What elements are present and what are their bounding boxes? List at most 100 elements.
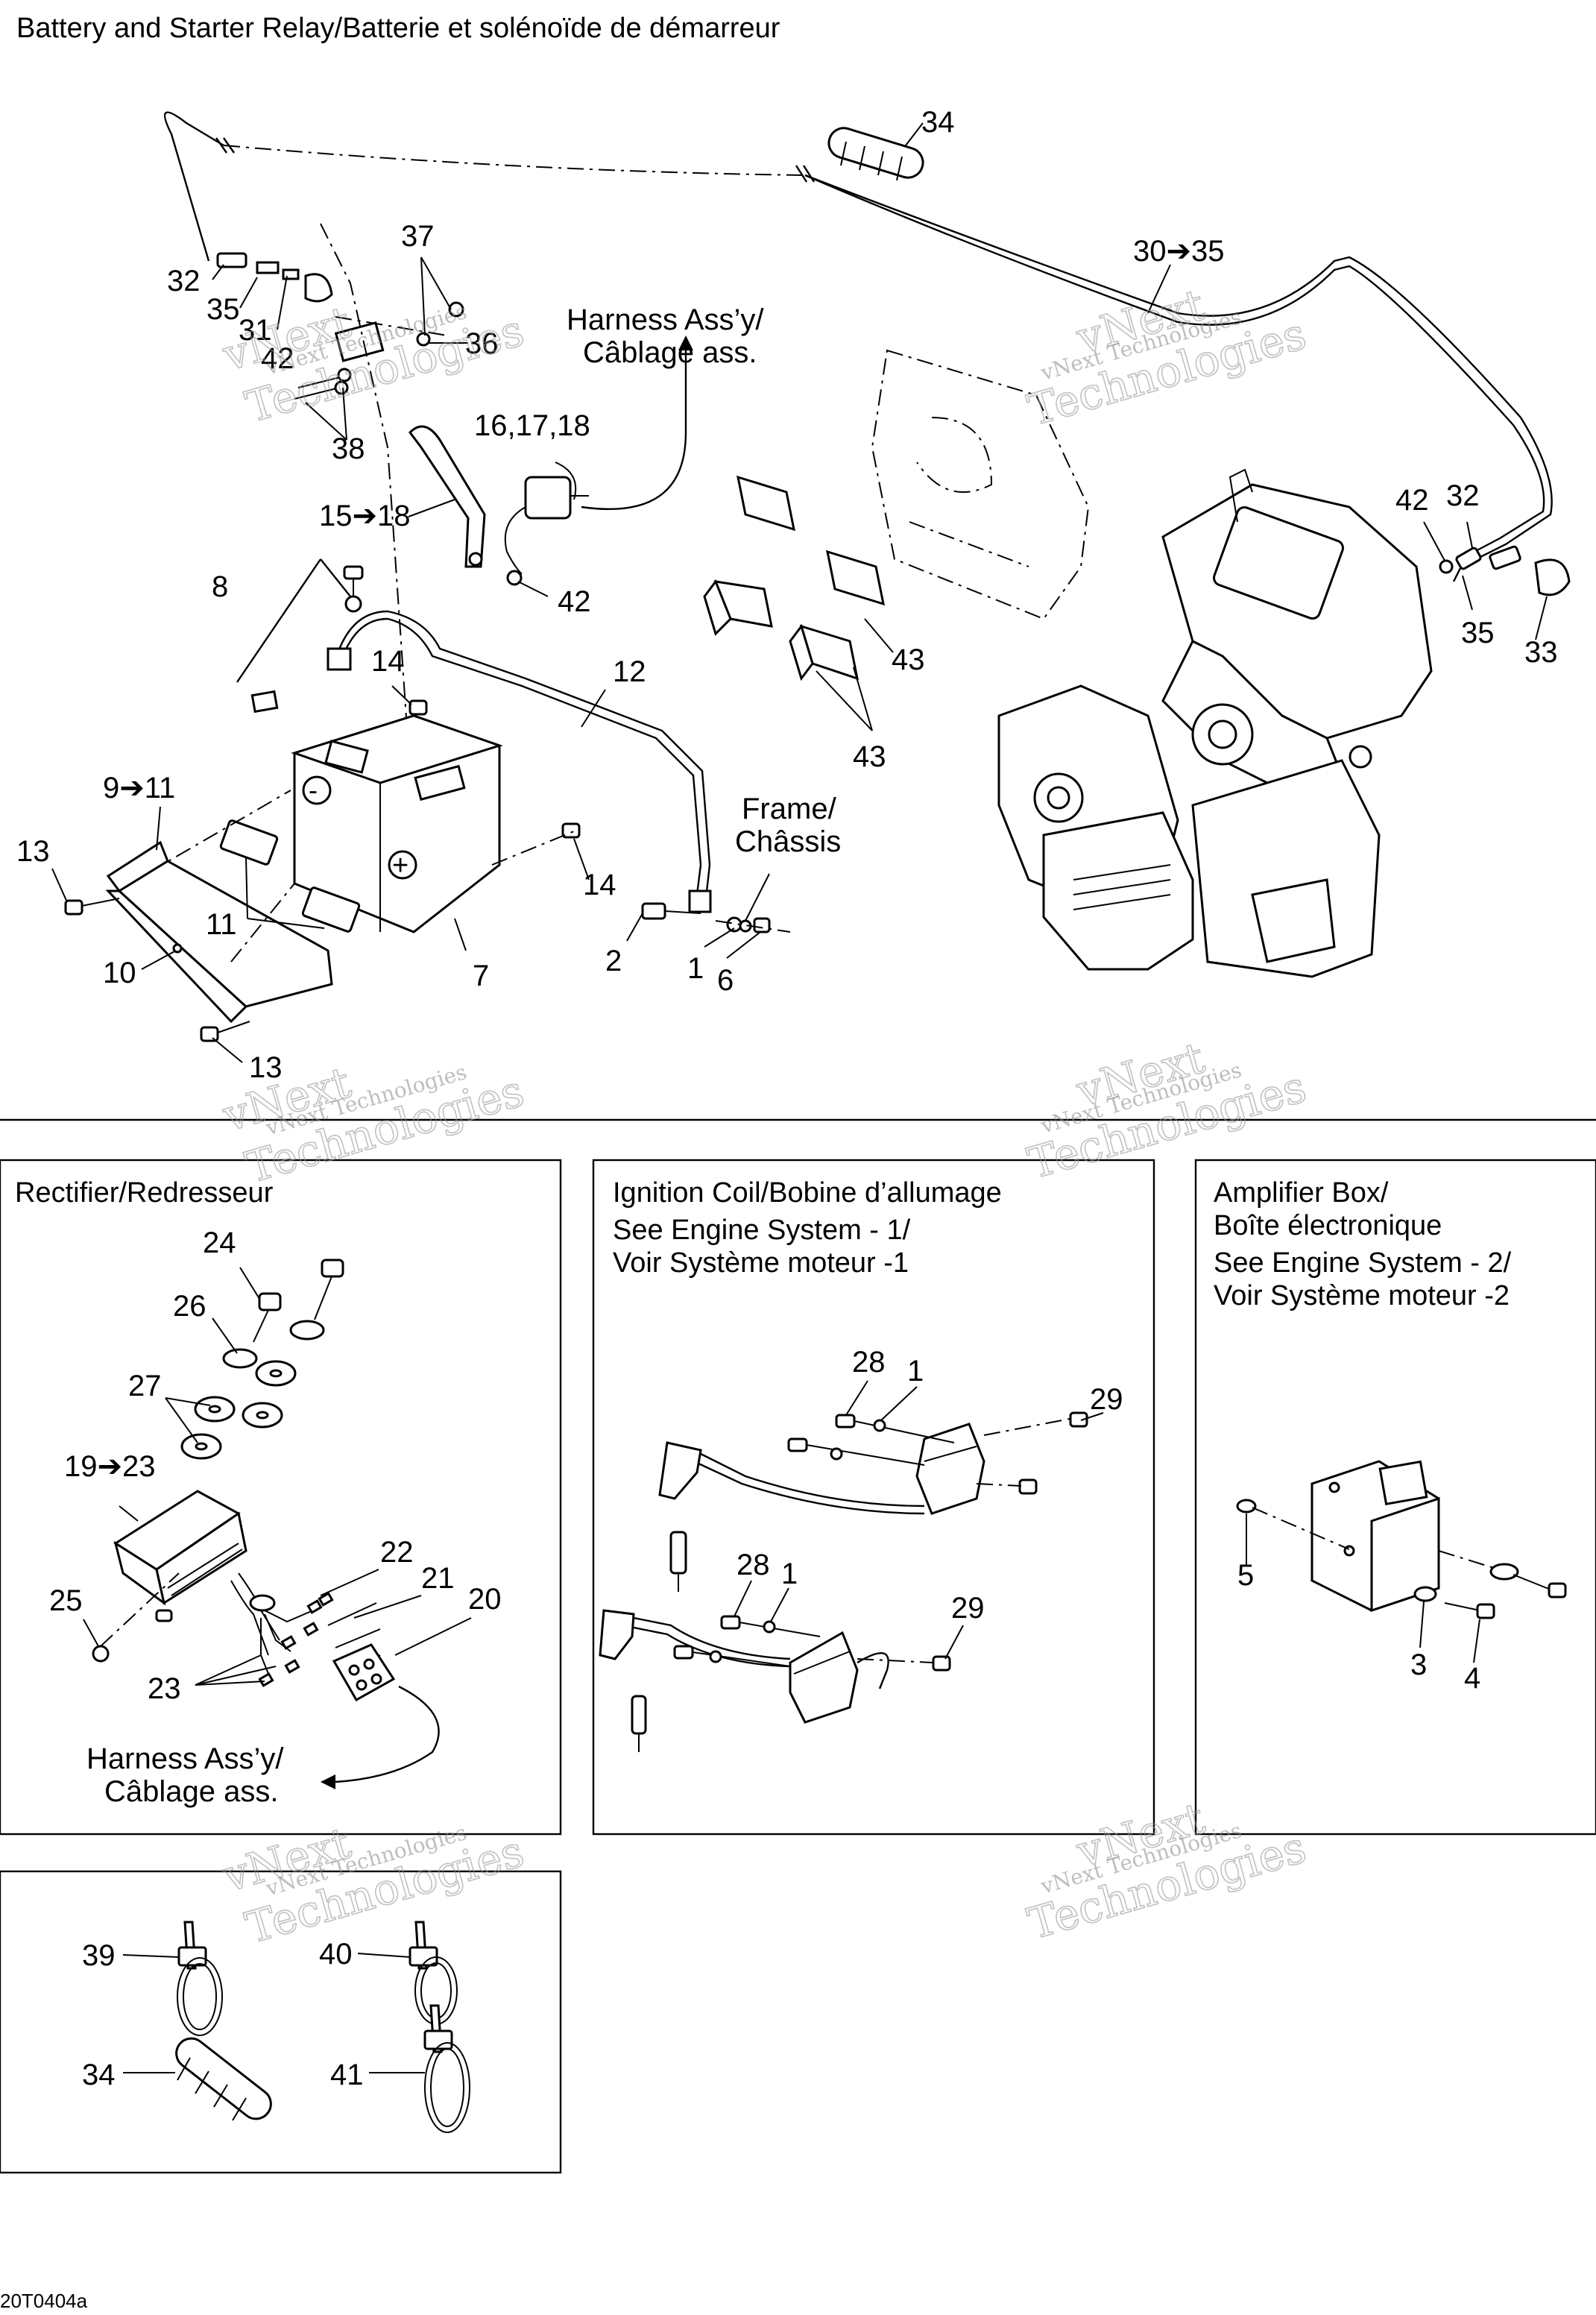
amplifier-title-1: Amplifier Box/ xyxy=(1214,1177,1389,1209)
cable-break-mark-3 xyxy=(795,165,808,183)
nut-14b xyxy=(561,822,581,839)
rectifier-connector-20 xyxy=(332,1643,396,1702)
callout-36: 36 xyxy=(465,327,499,360)
watermark-3: vNext vNext Technologies Technologies xyxy=(216,1056,530,1194)
callout-12: 12 xyxy=(613,655,646,688)
callout-8: 8 xyxy=(212,570,228,603)
callout-30-35: 30➔35 xyxy=(1133,235,1225,268)
callout-28-upper: 28 xyxy=(852,1346,886,1379)
note-frame-2: Châssis xyxy=(735,825,841,858)
watermark-2: vNext vNext Technologies Technologies xyxy=(1022,279,1312,437)
amplifier-voir-line: Voir Système moteur -2 xyxy=(1214,1280,1510,1311)
watermark-4: vNext vNext Technologies Technologies xyxy=(1022,1032,1312,1190)
callout-39: 39 xyxy=(82,1939,116,1972)
amplifier-title-2: Boîte électronique xyxy=(1214,1210,1442,1241)
cable-lug-12 xyxy=(327,647,352,671)
cable-break-mark-2 xyxy=(223,137,235,154)
rectifier-harness-2: Câblage ass. xyxy=(104,1775,278,1808)
callout-27: 27 xyxy=(128,1370,162,1402)
cable-outline xyxy=(804,174,1545,562)
callout-13-top: 13 xyxy=(16,835,50,868)
callout-29-lower: 29 xyxy=(951,1592,985,1625)
callout-13-bottom: 13 xyxy=(249,1051,283,1084)
callout-42-right: 42 xyxy=(1395,484,1429,517)
callout-32-right: 32 xyxy=(1446,479,1480,512)
positive-cable-right xyxy=(804,174,1553,582)
terminal-cluster-right xyxy=(1439,545,1571,596)
nut-14a xyxy=(409,699,428,716)
callout-7: 7 xyxy=(473,960,489,992)
callout-41: 41 xyxy=(330,2059,364,2091)
callout-23: 23 xyxy=(148,1672,181,1705)
watermark-6: vNext vNext Technologies Technologies xyxy=(1022,1792,1312,1950)
callout-29-upper: 29 xyxy=(1090,1383,1123,1416)
callout-35-left: 35 xyxy=(206,293,240,326)
callout-1-lower: 1 xyxy=(781,1557,798,1590)
callout-11: 11 xyxy=(206,908,237,941)
callout-43-lower: 43 xyxy=(853,740,886,773)
ignition-voir-line: Voir Système moteur -1 xyxy=(613,1247,909,1279)
rectifier-harness-1: Harness Ass’y/ xyxy=(86,1742,284,1775)
battery-plus-symbol: + xyxy=(392,850,409,881)
frame-fasteners xyxy=(641,902,791,933)
note-harness-top-1: Harness Ass’y/ xyxy=(567,303,764,336)
amplifier-box-body xyxy=(1236,1460,1567,1619)
rubber-pads-43 xyxy=(703,475,885,681)
cable-lug-12b xyxy=(688,889,712,913)
callout-14-right: 14 xyxy=(583,869,616,901)
diagram-title: Battery and Starter Relay/Batterie et so… xyxy=(16,13,780,44)
callout-37: 37 xyxy=(401,220,435,253)
battery-minus-symbol: - xyxy=(309,775,318,805)
callout-42-left: 42 xyxy=(261,342,294,375)
callout-34-top: 34 xyxy=(921,106,955,139)
callout-4: 4 xyxy=(1464,1662,1480,1695)
engine-block xyxy=(997,468,1433,978)
callout-5: 5 xyxy=(1237,1559,1254,1592)
callout-9-11: 9➔11 xyxy=(103,772,175,804)
terminal-cluster-left xyxy=(216,223,464,881)
ignition-see-line: See Engine System - 1/ xyxy=(613,1215,911,1246)
battery-clamp-8 xyxy=(236,558,364,714)
starter-relay-16-18 xyxy=(504,462,589,586)
cable-break-mark-4 xyxy=(802,165,816,183)
amplifier-box-panel: Amplifier Box/ Boîte électronique See En… xyxy=(1194,1159,1596,1836)
callout-42-mid: 42 xyxy=(558,585,591,618)
callout-1: 1 xyxy=(687,952,704,985)
leader-lines-main xyxy=(51,122,1548,1063)
positive-cable xyxy=(164,111,224,262)
battery-box-outline xyxy=(871,349,1090,620)
callout-15-18: 15➔18 xyxy=(319,500,411,532)
cable-break-mark-1 xyxy=(215,137,227,154)
callout-38: 38 xyxy=(332,432,365,465)
ignition-coil-lower xyxy=(599,1609,951,1752)
callout-20: 20 xyxy=(468,1583,502,1616)
callout-31: 31 xyxy=(239,314,272,347)
cable-ties-panel: 39 40 34 41 xyxy=(0,1870,562,2174)
harness-arrow-top xyxy=(581,350,687,511)
cable-tie-40 xyxy=(409,1921,458,2025)
battery-cable-12 xyxy=(341,617,702,895)
callout-33: 33 xyxy=(1524,636,1558,669)
callout-3: 3 xyxy=(1410,1648,1427,1681)
cable-tie-39 xyxy=(177,1921,223,2036)
note-frame-1: Frame/ xyxy=(742,793,837,825)
callout-25: 25 xyxy=(49,1584,83,1617)
callout-2: 2 xyxy=(605,945,622,977)
callout-34-detail: 34 xyxy=(82,2059,116,2091)
ignition-title: Ignition Coil/Bobine d’allumage xyxy=(613,1177,1002,1209)
cable-path-dashed xyxy=(223,145,806,176)
cable-tie-41 xyxy=(423,2004,470,2133)
callout-6: 6 xyxy=(717,964,734,997)
starter-cable-15-18 xyxy=(409,425,486,568)
callout-28-lower: 28 xyxy=(737,1549,770,1581)
rectifier-panel: Rectifier/Redresseur xyxy=(0,1159,562,1836)
callout-16-17-18: 16,17,18 xyxy=(474,409,590,442)
image-code: 20T0404a xyxy=(0,2290,88,2312)
callout-14-top: 14 xyxy=(371,645,405,678)
callout-43-upper: 43 xyxy=(892,643,925,676)
ignition-coil-panel: Ignition Coil/Bobine d’allumage See Engi… xyxy=(592,1159,1155,1836)
harness-arrowhead-top xyxy=(678,336,693,350)
main-assembly: - + xyxy=(16,106,1571,1084)
callout-22: 22 xyxy=(380,1536,414,1569)
